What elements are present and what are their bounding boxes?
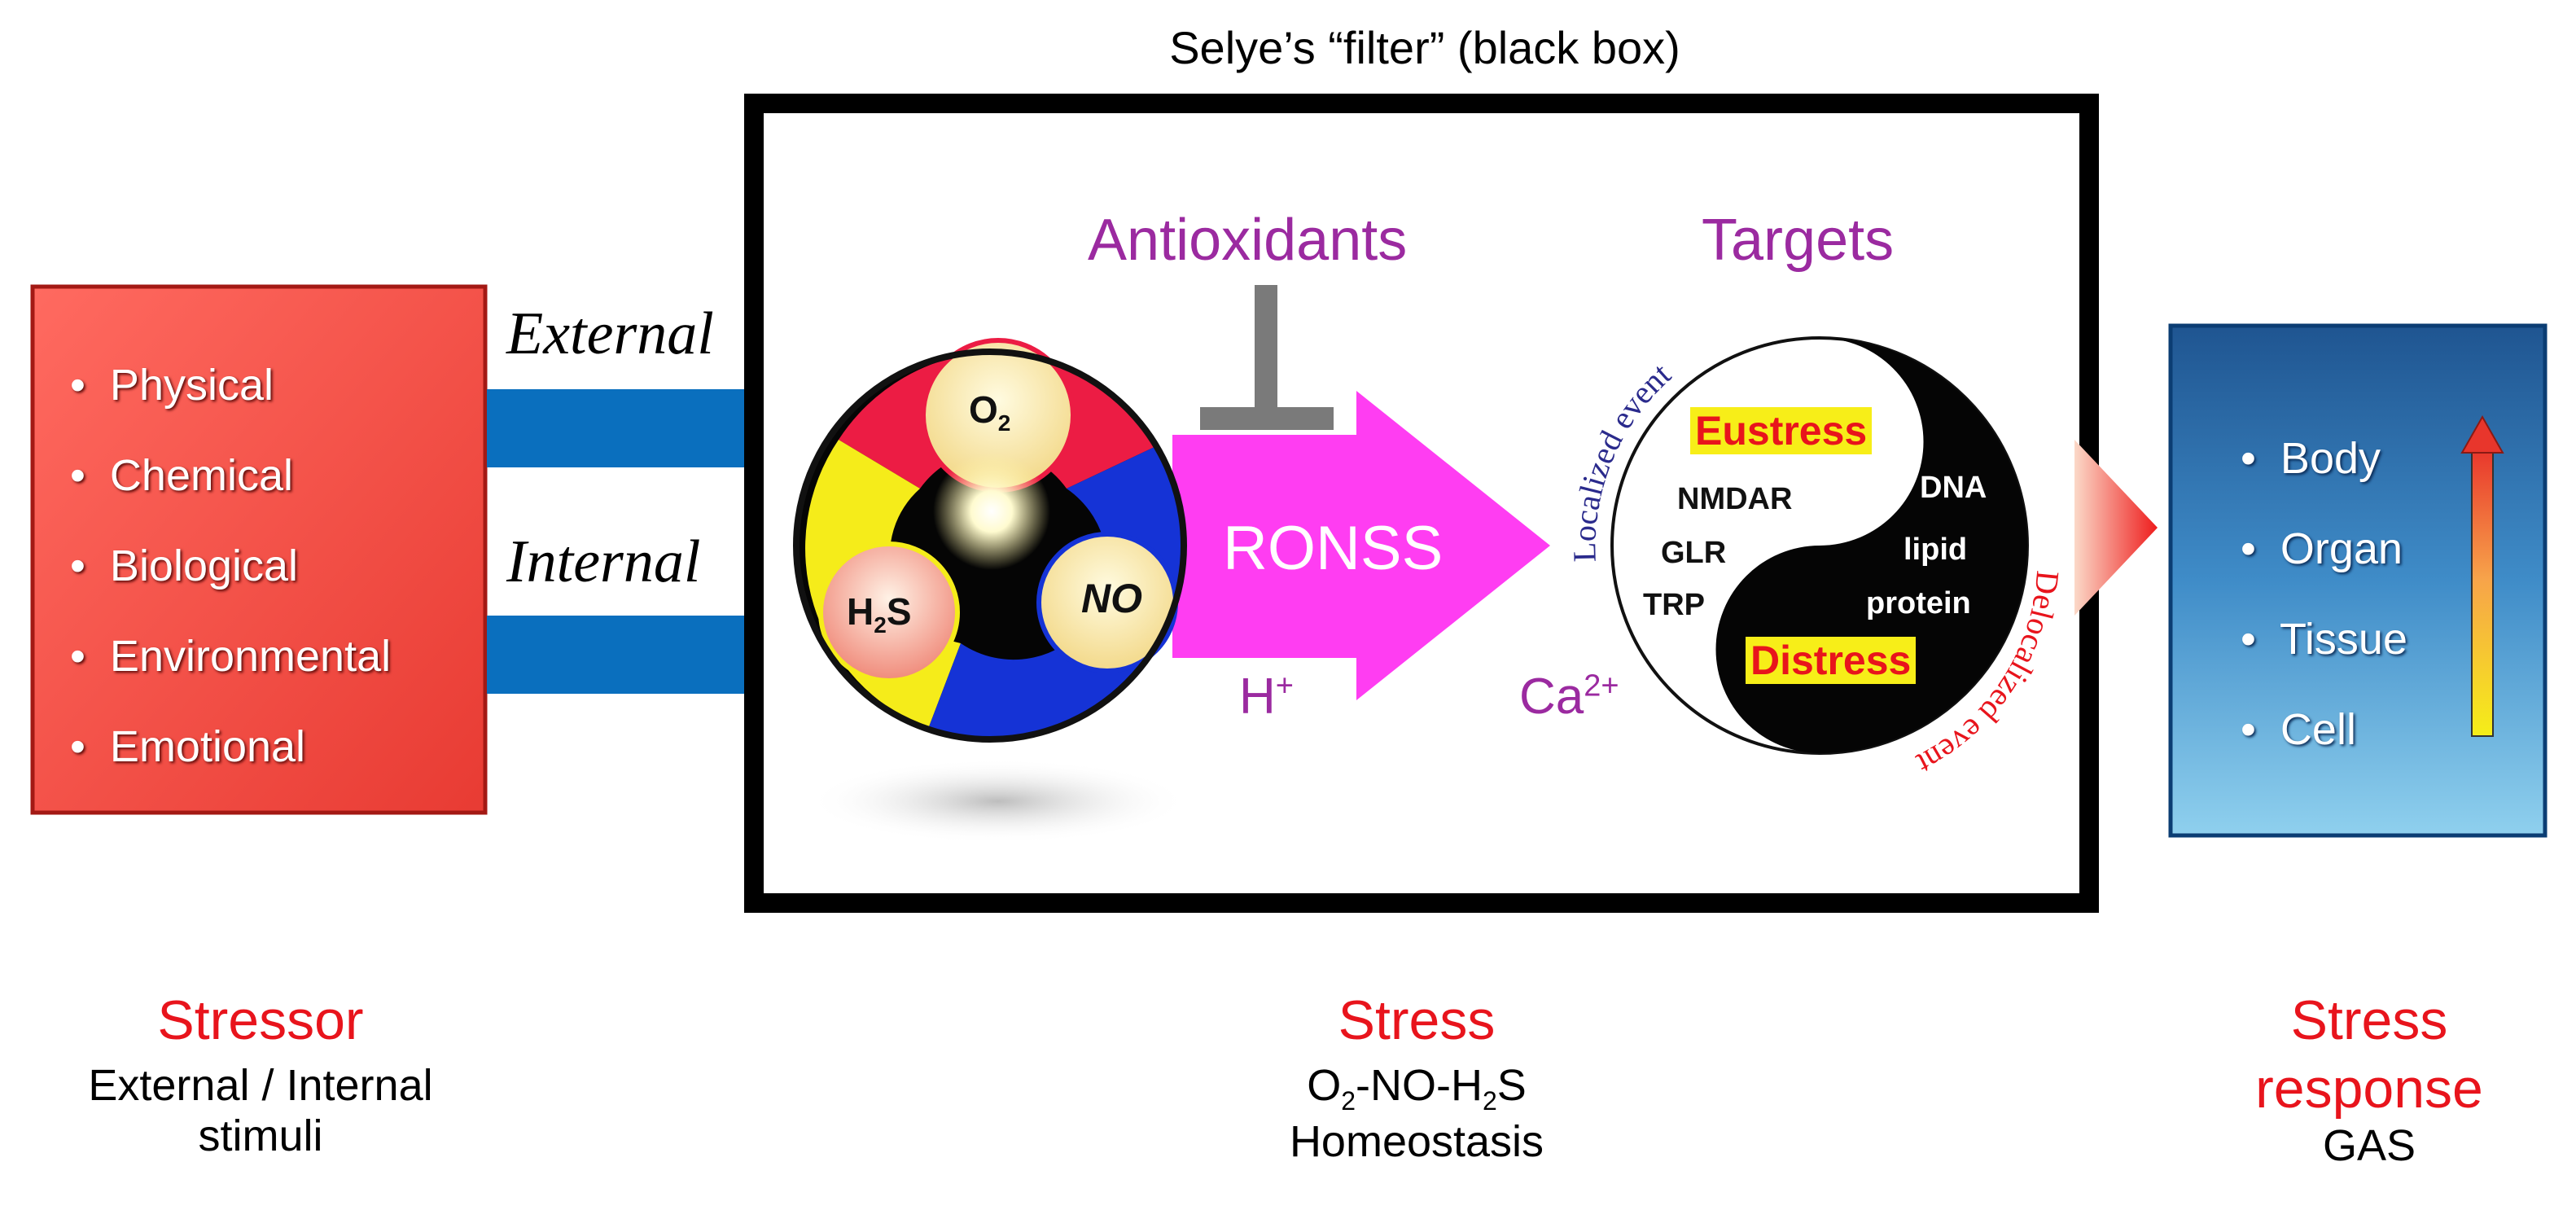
ca-ion-label: Ca2+	[1519, 669, 1619, 725]
targets-title: Targets	[1702, 208, 1895, 273]
h-ion-label: H+	[1239, 669, 1294, 725]
stressor-item: • Environmental	[70, 632, 392, 681]
hierarchy-up-arrow-shaft	[2471, 449, 2494, 737]
distress-label: Distress	[1746, 637, 1917, 684]
response-list: • Body • Organ • Tissue • Cell	[2241, 414, 2407, 775]
h2s-label: H2S	[847, 590, 912, 638]
hierarchy-up-arrow-head	[2460, 414, 2504, 454]
no-label: NO	[1081, 576, 1142, 621]
eustress-label: Eustress	[1690, 407, 1873, 454]
response-item: • Organ	[2241, 524, 2403, 573]
gas-sphere	[793, 338, 1187, 743]
response-caption-line2: response	[2255, 1058, 2483, 1120]
target-dna: DNA	[1920, 471, 1987, 505]
sphere-shadow	[808, 759, 1189, 844]
filter-title: Selye’s “filter” (black box)	[1169, 22, 1680, 73]
external-label: External	[506, 300, 714, 367]
antioxidants-label: Antioxidants	[1088, 208, 1408, 273]
o2-label: O2	[969, 388, 1011, 436]
stressor-box	[30, 284, 488, 815]
receptor-trp: TRP	[1643, 588, 1705, 622]
stressor-item: • Emotional	[70, 722, 306, 771]
target-protein: protein	[1866, 586, 1971, 620]
response-item: • Body	[2241, 434, 2381, 483]
stress-caption-title: Stress	[1338, 989, 1496, 1051]
stress-caption: Stress O2-NO-H2S Homeostasis	[1172, 989, 1661, 1167]
response-item: • Cell	[2241, 705, 2356, 754]
response-caption-line1: Stress	[2290, 989, 2448, 1051]
stressor-caption: Stressor External / Internal stimuli	[16, 989, 505, 1161]
internal-label: Internal	[506, 528, 701, 595]
stressor-item: • Chemical	[70, 451, 293, 500]
stressor-caption-line2: stimuli	[198, 1111, 323, 1161]
inhibition-bar-stem	[1255, 285, 1277, 423]
receptor-nmdar: NMDAR	[1677, 482, 1793, 516]
ronss-label: RONSS	[1223, 514, 1444, 583]
stressor-caption-title: Stressor	[157, 989, 364, 1051]
response-caption: Stress response GAS	[2125, 989, 2576, 1171]
response-arrow	[2074, 440, 2158, 616]
response-item: • Tissue	[2241, 615, 2407, 664]
response-caption-line3: GAS	[2322, 1121, 2416, 1171]
receptor-glr: GLR	[1661, 536, 1727, 570]
stress-caption-line1: O2-NO-H2S	[1307, 1061, 1527, 1116]
target-lipid: lipid	[1904, 533, 1968, 567]
stressor-item: • Biological	[70, 541, 299, 590]
stressor-item: • Physical	[70, 361, 274, 410]
stress-caption-line2: Homeostasis	[1289, 1116, 1544, 1166]
ronss-arrow	[1172, 391, 1550, 700]
inhibition-bar-head	[1200, 407, 1334, 430]
stressor-caption-line1: External / Internal	[88, 1061, 433, 1111]
stressor-list: • Physical • Chemical • Biological • Env…	[70, 340, 391, 792]
